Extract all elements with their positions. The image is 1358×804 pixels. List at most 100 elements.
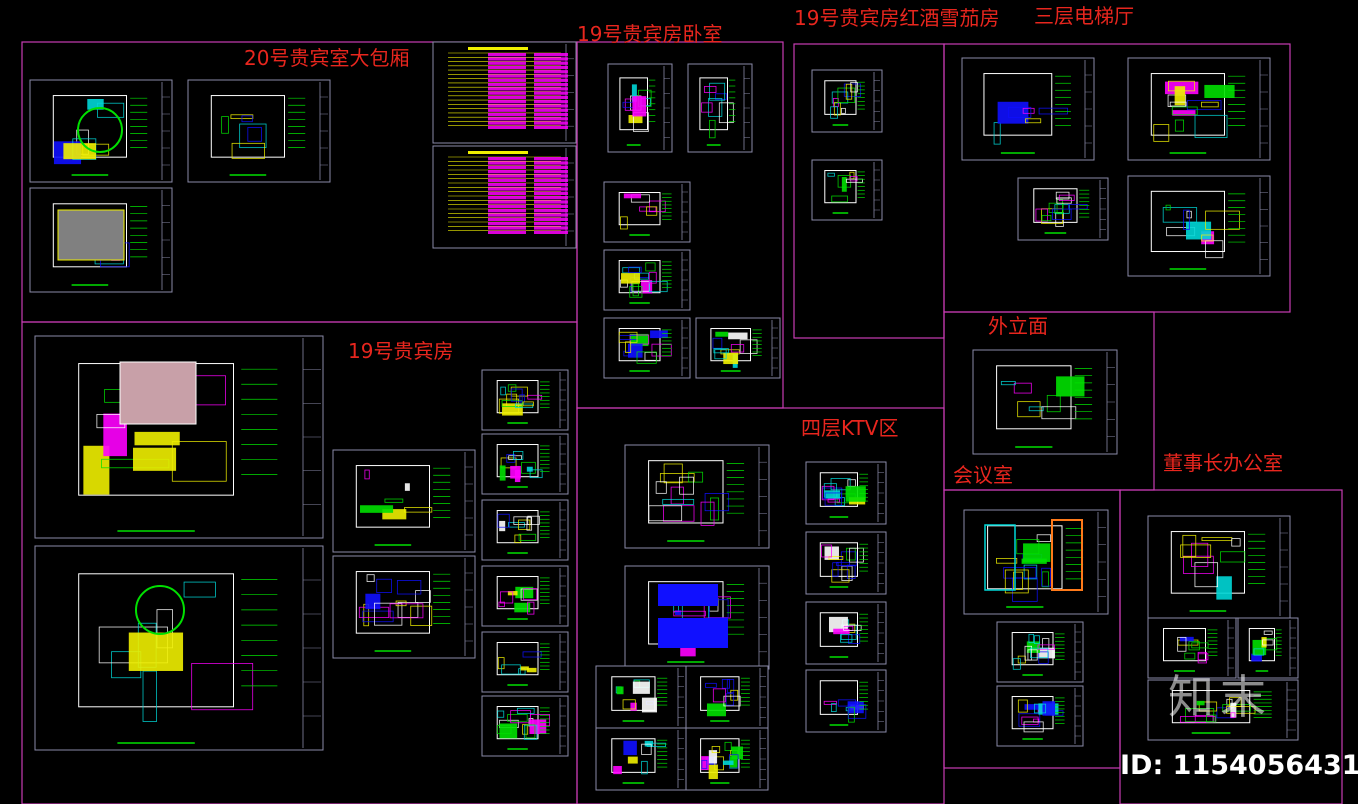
plan-element: [739, 339, 758, 354]
plan-element: [679, 476, 694, 495]
zone-label-meeting-room: 会议室: [953, 463, 1013, 487]
plan-element: [134, 431, 180, 446]
plan-element: [374, 602, 403, 626]
drawing-sheet: [481, 433, 569, 495]
sheet-frame: [1237, 617, 1299, 679]
plan-element: [529, 719, 547, 735]
plan-element: [722, 760, 734, 765]
schedule-cell: [488, 87, 526, 91]
plan-element: [646, 742, 666, 747]
plan-element: [832, 562, 839, 577]
sheet-frame: [481, 369, 569, 431]
drawing-sheet: [481, 631, 569, 693]
plan-element: [701, 756, 709, 771]
plan-element: [1025, 118, 1042, 124]
drawing-sheet: [685, 727, 769, 791]
drawing-sheet: [996, 685, 1084, 747]
plan-outline: [1150, 73, 1226, 136]
plan-element: [1191, 542, 1209, 567]
plan-element: [731, 746, 744, 760]
schedule-cell: [534, 100, 568, 104]
schedule-cell: [534, 87, 568, 91]
plan-element: [623, 193, 642, 199]
plan-element: [723, 352, 739, 365]
plan-element: [1068, 203, 1088, 210]
plan-element: [1171, 106, 1198, 116]
plan-element: [1028, 633, 1035, 644]
plan-element: [646, 206, 658, 216]
schedule-cell: [534, 187, 568, 191]
plan-element: [1231, 538, 1241, 547]
sheet-frame: [481, 499, 569, 561]
plan-element: [1033, 635, 1040, 644]
drawing-sheet: [624, 565, 770, 670]
schedule-cell: [534, 217, 568, 221]
plan-element: [1261, 637, 1267, 648]
plan-element: [847, 704, 867, 719]
plan-element: [721, 679, 730, 689]
plan-element: [133, 447, 177, 471]
plan-element: [497, 710, 505, 718]
plan-outline: [1150, 190, 1226, 253]
drawing-sheet: [595, 665, 687, 729]
plan-element: [1027, 649, 1038, 661]
plan-element: [1056, 199, 1063, 215]
plan-element: [514, 469, 521, 483]
plan-element: [708, 750, 718, 764]
plan-element: [510, 710, 531, 724]
plan-element: [498, 398, 520, 414]
plan-element: [710, 497, 720, 521]
plan-element: [701, 102, 713, 113]
plan-element: [1028, 406, 1044, 412]
drawing-sheet: [187, 79, 331, 183]
plan-element: [221, 116, 229, 134]
plan-element: [632, 283, 639, 297]
plan-element: [850, 81, 858, 93]
zone-label-elevator-hall-3f: 三层电梯厅: [1034, 4, 1134, 28]
plan-element: [1185, 221, 1212, 240]
sheet-frame: [603, 181, 691, 243]
sheet-frame: [805, 531, 887, 595]
schedule-cell: [534, 108, 568, 112]
plan-element: [1179, 716, 1216, 723]
plan-element: [1222, 704, 1251, 712]
plan-element: [1052, 208, 1072, 220]
schedule-cell: [488, 53, 526, 57]
schedule-title-bar: [468, 151, 528, 154]
drawing-sheet: [481, 695, 569, 757]
plan-element: [846, 564, 856, 579]
schedule-cell: [534, 91, 568, 95]
drawing-sheet: [805, 461, 887, 525]
plan-element: [389, 603, 424, 619]
plan-element: [1262, 639, 1274, 646]
drawing-sheet: [432, 41, 577, 144]
plan-element: [618, 331, 638, 343]
plan-element: [521, 461, 536, 474]
ceiling-medallion: [135, 585, 185, 635]
plan-element: [365, 593, 381, 610]
plan-element: [830, 106, 838, 119]
schedule-cell: [534, 112, 568, 117]
plan-element: [845, 486, 866, 502]
schedule-cell: [488, 108, 526, 112]
plan-element: [627, 343, 643, 358]
plan-element: [1013, 382, 1032, 394]
plan-element: [501, 664, 521, 675]
plan-element: [1205, 240, 1224, 259]
plan-element: [663, 463, 683, 484]
schedule-cell: [534, 70, 568, 74]
plan-element: [231, 142, 265, 159]
sheet-frame: [481, 631, 569, 693]
ceiling-grid-panel: [57, 209, 125, 261]
drawing-sheet: [481, 369, 569, 431]
plan-element: [506, 454, 516, 463]
watermark-id: ID: 1154056431: [1120, 750, 1358, 781]
plan-element: [840, 551, 857, 567]
plan-element: [659, 473, 695, 483]
plan-element: [1036, 534, 1052, 542]
schedule-cell: [488, 165, 526, 169]
schedule-cell: [534, 191, 568, 195]
drawing-sheet: [607, 63, 673, 153]
drawing-sheet: [603, 317, 691, 379]
drawing-sheet: [481, 565, 569, 627]
